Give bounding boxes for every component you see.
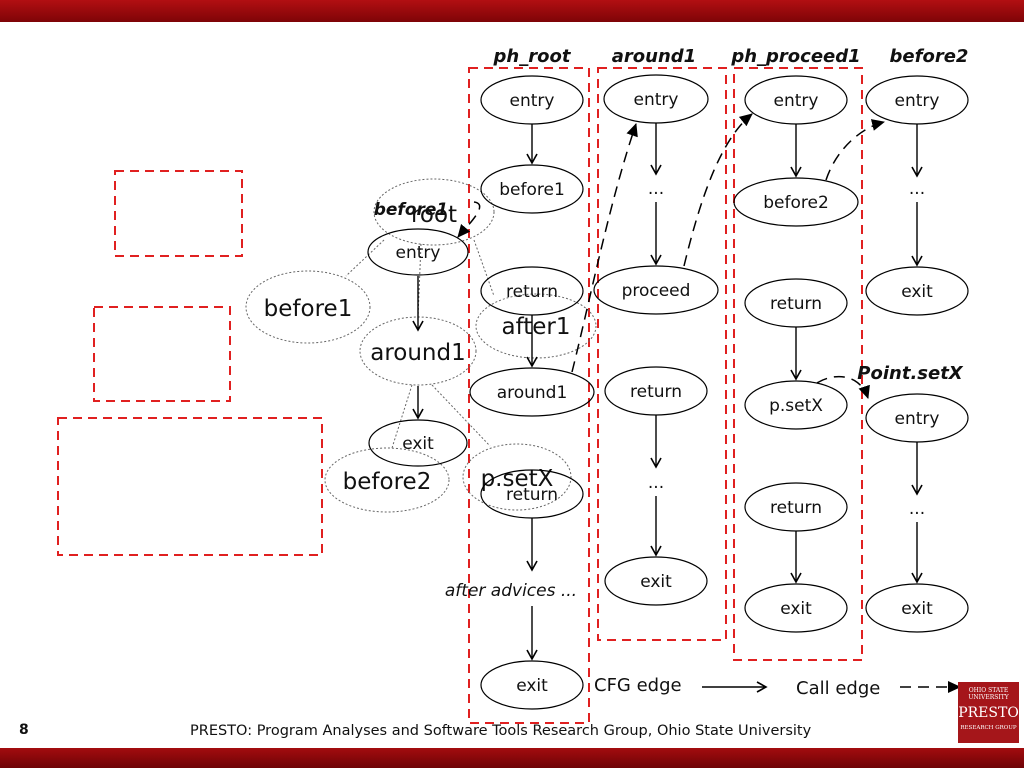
cg-before1-label: before1 <box>264 296 353 322</box>
node-pp-exit <box>744 583 848 633</box>
header-ph-proceed1: ph_proceed1 <box>730 46 860 67</box>
node-a1-dots2: ... <box>648 473 664 493</box>
cg-entry-label: entry <box>396 243 441 263</box>
call-edge-before2 <box>825 119 885 181</box>
header-ph-root: ph_root <box>493 46 572 67</box>
cg-psetx-ellipse <box>462 443 572 511</box>
header-before2: before2 <box>890 46 969 67</box>
node-pp-before2 <box>733 177 859 227</box>
node-b2-entry-label: entry <box>895 91 940 111</box>
cg-around1-label: around1 <box>370 340 466 366</box>
node-pp-entry-label: entry <box>774 91 819 111</box>
footer-text: PRESTO: Program Analyses and Software To… <box>190 723 812 739</box>
node-a1-entry-label: entry <box>634 90 679 110</box>
cg-before1-ellipse <box>245 270 371 344</box>
node-ps-entry-label: entry <box>895 409 940 429</box>
bottom-bar <box>0 748 1024 768</box>
node-b2-exit <box>865 266 969 316</box>
node-a1-exit-label: exit <box>640 572 672 592</box>
node-a1-proceed <box>593 265 719 315</box>
node-a1-exit <box>604 556 708 606</box>
call-edge-setx <box>816 375 870 399</box>
node-root-before1 <box>480 164 584 214</box>
node-ps-exit-label: exit <box>901 599 933 619</box>
node-ps-dots: ... <box>909 499 925 519</box>
header-before1-overlay: before1 <box>374 200 449 220</box>
call-edge-proceed <box>683 113 753 267</box>
node-a1-dots1: ... <box>648 179 664 199</box>
node-a1-proceed-label: proceed <box>622 281 691 301</box>
node-ps-exit <box>865 583 969 633</box>
header-point-setx: Point.setX <box>857 363 964 384</box>
top-bar <box>0 0 1024 22</box>
node-pp-return1-label: return <box>770 294 822 314</box>
node-pp-return2-label: return <box>770 498 822 518</box>
legend-cfg-edge: CFG edge <box>594 675 682 696</box>
cg-before2-ellipse <box>324 447 450 513</box>
ph-root-box <box>468 67 590 724</box>
node-pp-setx <box>744 380 848 430</box>
cg-exit-label: exit <box>402 434 434 454</box>
node-root-around1-label: around1 <box>497 383 568 403</box>
node-root-exit <box>480 660 584 710</box>
after-advices-label: after advices ... <box>445 581 577 601</box>
ph-proceed1-box <box>733 67 863 661</box>
node-a1-return-label: return <box>630 382 682 402</box>
node-root-before1-label: before1 <box>499 180 565 200</box>
legend-call-edge: Call edge <box>796 678 880 699</box>
page-number: 8 <box>19 722 29 738</box>
node-root-exit-label: exit <box>516 676 548 696</box>
cg-entry-ellipse <box>367 228 469 276</box>
cg-exit-ellipse <box>368 419 468 467</box>
cg-after1-label: after1 <box>501 314 570 340</box>
node-root-return1-label: return <box>506 282 558 302</box>
header-around1: around1 <box>612 46 696 67</box>
node-b2-dots: ... <box>909 179 925 199</box>
around1-box <box>597 67 727 641</box>
empty-box-2 <box>93 306 231 402</box>
cg-root-label: root <box>411 202 457 228</box>
node-root-entry-label: entry <box>510 91 555 111</box>
node-pp-exit-label: exit <box>780 599 812 619</box>
call-edge-before1 <box>457 201 481 238</box>
call-edge-around1 <box>571 123 638 373</box>
node-b2-exit-label: exit <box>901 282 933 302</box>
cg-before2-label: before2 <box>343 469 432 495</box>
empty-box-3 <box>57 417 323 556</box>
node-root-around1 <box>469 367 595 417</box>
presto-logo: OHIO STATE UNIVERSITY PRESTO RESEARCH GR… <box>958 682 1019 743</box>
cg-root-ellipse <box>373 178 495 246</box>
node-pp-setx-label: p.setX <box>769 396 823 416</box>
node-root-return2-label: return <box>506 485 558 505</box>
empty-box-1 <box>114 170 243 257</box>
node-pp-before2-label: before2 <box>763 193 829 213</box>
